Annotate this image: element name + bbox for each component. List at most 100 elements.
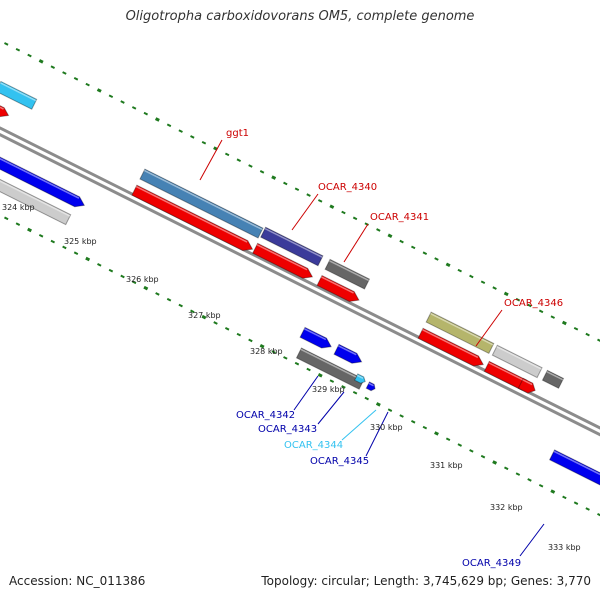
gene-feature [316,274,360,303]
gene-label: OCAR_4340 [318,182,377,193]
tick-mark [445,262,451,268]
gene-feature [541,369,565,389]
feature-highlight [546,371,564,381]
gene-feature [425,311,495,355]
tick-mark [283,356,288,360]
genome-summary-text: Topology: circular; Length: 3,745,629 bp… [261,574,591,588]
gene-feature [139,168,264,239]
tick-mark [213,321,218,325]
tick-mark [469,274,474,279]
tick-rings [4,42,600,517]
tick-mark [504,466,509,471]
feature-body [541,369,565,389]
callout-line [475,309,503,347]
tick-mark [585,507,590,511]
feature-highlight [337,345,357,356]
gene-feature [295,347,365,390]
tick-mark [248,164,253,168]
gene-feature [0,80,38,110]
tick-mark [4,216,9,221]
feature-highlight [256,244,308,271]
tick-mark [190,309,195,314]
tick-mark [38,233,44,238]
tick-mark [317,199,323,203]
tick-mark [503,291,509,297]
kbp-label: 329 kbp [312,385,345,394]
feature-highlight [143,169,263,231]
feature-body [0,169,72,226]
feature-body [299,326,332,349]
gene-label: OCAR_4346 [504,298,563,309]
feature-highlight [320,276,354,294]
tick-mark [352,216,358,221]
gene-label: ggt1 [226,128,249,139]
feature-highlight [329,260,370,282]
feature-highlight [496,345,542,370]
gene-feature [333,343,363,364]
tick-mark [329,204,335,209]
tick-mark [85,256,91,262]
gene-feature [260,226,324,267]
tick-mark [306,367,311,372]
feature-highlight [304,328,327,341]
tick-mark [457,443,462,447]
gene-labels: ggt1OCAR_4340OCAR_4341OCAR_4346OCAR_4342… [226,128,563,569]
callout-line [199,139,223,181]
tick-mark [585,332,590,337]
callout-line [341,409,377,441]
kbp-label: 326 kbp [126,275,159,284]
feature-body [548,449,600,519]
gene-feature [299,326,332,349]
feature-highlight [264,227,323,258]
feature-body [260,226,324,267]
gene-feature [491,344,543,379]
feature-highlight [430,312,494,346]
tick-mark [38,59,44,64]
tick-mark [434,257,439,261]
kbp-label: 328 kbp [250,347,283,356]
tick-mark [422,425,428,430]
tick-mark [166,123,172,128]
gene-feature [252,242,314,279]
tick-mark [62,71,67,75]
tick-mark [550,489,556,494]
tick-mark [131,280,137,285]
gene-feature [131,184,254,252]
kbp-label: 333 kbp [548,543,581,552]
feature-highlight [422,329,479,359]
tick-mark [434,431,439,436]
gene-label: OCAR_4349 [462,558,521,569]
tick-mark [73,77,79,81]
tick-mark [329,379,335,383]
tick-mark [422,251,428,255]
gene-feature [417,327,485,367]
kbp-label: 327 kbp [188,311,221,320]
gene-label: OCAR_4343 [258,424,317,435]
tick-mark [73,251,79,256]
tick-mark [527,478,532,482]
tick-mark [224,326,230,331]
tick-mark [178,303,183,308]
tick-mark [154,117,160,122]
feature-highlight [356,374,364,379]
feature-body [0,100,10,118]
tick-mark [27,227,32,233]
tick-mark [120,274,125,279]
tick-mark [375,402,381,407]
tick-mark [573,326,579,331]
feature-body [139,168,264,239]
kbp-label: 331 kbp [430,461,463,470]
tick-mark [341,210,346,215]
gene-feature [0,169,72,226]
feature-body [491,344,543,379]
tick-mark [155,292,160,296]
tick-mark [515,297,521,302]
tick-mark [364,396,369,401]
gene-label: OCAR_4344 [284,440,343,451]
feature-highlight [553,450,600,511]
gene-label: OCAR_4341 [370,212,429,223]
tick-mark [469,449,474,453]
tick-mark [108,268,114,273]
tick-mark [527,303,532,308]
